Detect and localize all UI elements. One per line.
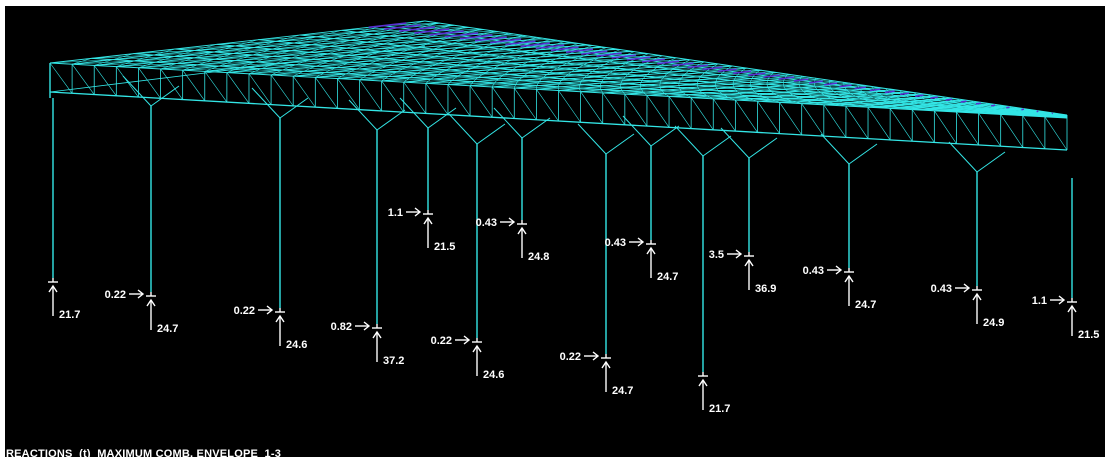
- horizontal-reaction-value: 0.22: [105, 289, 126, 301]
- vertical-reaction-value: 24.7: [657, 271, 678, 283]
- reactions: 21.7 24.7 0.22 24.6 0.22 37.2 0.82 21.5 1.1 24.6 0…: [48, 98, 1099, 415]
- support-s4: 37.2 0.82: [331, 130, 404, 367]
- vertical-arrowhead: [698, 378, 708, 387]
- horizontal-arrowhead: [835, 265, 843, 275]
- horizontal-reaction-value: 0.22: [560, 351, 581, 363]
- vertical-reaction-value: 24.9: [983, 317, 1004, 329]
- horizontal-reaction-value: 3.5: [709, 249, 724, 261]
- support-s11: 36.9 3.5: [709, 158, 776, 295]
- horizontal-reaction-value: 0.82: [331, 321, 352, 333]
- roof-truss: [49, 20, 1068, 151]
- vertical-reaction-value: 24.7: [612, 385, 633, 397]
- vertical-reaction-value: 24.8: [528, 251, 549, 263]
- vertical-reaction-value: 36.9: [755, 283, 776, 295]
- horizontal-arrowhead: [266, 305, 274, 315]
- vertical-arrowhead: [146, 298, 156, 307]
- vertical-reaction-value: 37.2: [383, 355, 404, 367]
- support-s10: 21.7: [698, 156, 730, 415]
- horizontal-reaction-value: 0.22: [234, 305, 255, 317]
- vertical-arrowhead: [1067, 304, 1077, 313]
- vertical-reaction-value: 24.7: [855, 299, 876, 311]
- horizontal-arrowhead: [637, 237, 645, 247]
- support-s3: 24.6 0.22: [234, 118, 307, 351]
- results-caption: REACTIONS (t) MAXIMUM COMB. ENVELOPE 1-3: [6, 448, 282, 460]
- vertical-reaction-value: 21.7: [59, 309, 80, 321]
- support-s1: 21.7: [48, 98, 80, 321]
- support-s2: 24.7 0.22: [105, 106, 178, 335]
- support-s9: 24.7 0.43: [605, 146, 678, 283]
- horizontal-arrowhead: [592, 351, 600, 361]
- vertical-arrowhead: [48, 284, 58, 293]
- horizontal-arrowhead: [735, 249, 743, 259]
- support-s5: 21.5 1.1: [388, 128, 455, 253]
- horizontal-reaction-value: 0.22: [431, 335, 452, 347]
- vertical-arrowhead: [472, 344, 482, 353]
- horizontal-arrowhead: [137, 289, 145, 299]
- vertical-arrowhead: [744, 258, 754, 267]
- vertical-reaction-value: 21.5: [434, 241, 455, 253]
- vertical-arrowhead: [517, 226, 527, 235]
- vertical-reaction-value: 24.6: [286, 339, 307, 351]
- support-s6: 24.6 0.22: [431, 144, 504, 381]
- horizontal-arrowhead: [414, 207, 422, 217]
- vertical-arrowhead: [601, 360, 611, 369]
- horizontal-arrowhead: [363, 321, 371, 331]
- vertical-reaction-value: 24.6: [483, 369, 504, 381]
- vertical-reaction-value: 21.7: [709, 403, 730, 415]
- horizontal-reaction-value: 1.1: [1032, 295, 1047, 307]
- horizontal-arrowhead: [508, 217, 516, 227]
- support-s12: 24.7 0.43: [803, 164, 876, 311]
- vertical-reaction-value: 24.7: [157, 323, 178, 335]
- vertical-arrowhead: [423, 216, 433, 225]
- vertical-arrowhead: [372, 330, 382, 339]
- support-s14: 21.5 1.1: [1032, 178, 1099, 341]
- horizontal-arrowhead: [463, 335, 471, 345]
- support-s13: 24.9 0.43: [931, 172, 1004, 329]
- support-s8: 24.7 0.22: [560, 154, 633, 397]
- horizontal-reaction-value: 0.43: [476, 217, 497, 229]
- horizontal-arrowhead: [1058, 295, 1066, 305]
- model-canvas[interactable]: 21.7 24.7 0.22 24.6 0.22 37.2 0.82 21.5 1.1 24.6 0…: [5, 6, 1105, 457]
- horizontal-reaction-value: 1.1: [388, 207, 403, 219]
- horizontal-reaction-value: 0.43: [931, 283, 952, 295]
- vertical-reaction-value: 21.5: [1078, 329, 1099, 341]
- horizontal-arrowhead: [963, 283, 971, 293]
- horizontal-reaction-value: 0.43: [605, 237, 626, 249]
- horizontal-reaction-value: 0.43: [803, 265, 824, 277]
- structure-diagram: 21.7 24.7 0.22 24.6 0.22 37.2 0.82 21.5 1.1 24.6 0…: [48, 20, 1099, 415]
- vertical-arrowhead: [646, 246, 656, 255]
- vertical-arrowhead: [972, 292, 982, 301]
- vertical-arrowhead: [275, 314, 285, 323]
- column-braces: [122, 75, 1006, 173]
- support-s7: 24.8 0.43: [476, 138, 549, 263]
- vertical-arrowhead: [844, 274, 854, 283]
